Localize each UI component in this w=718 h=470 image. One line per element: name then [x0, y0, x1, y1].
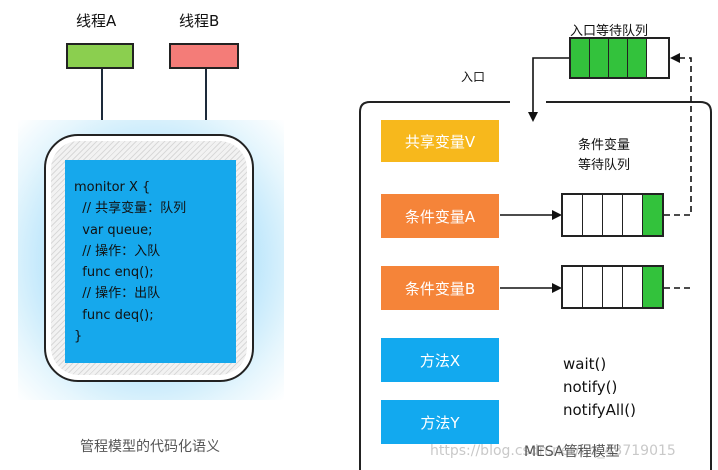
entry-label: 入口	[461, 70, 486, 84]
queue-cell-empty	[623, 195, 643, 235]
left-caption: 管程模型的代码化语义	[80, 439, 220, 455]
queue-cell-empty	[603, 195, 623, 235]
queue-cell-empty	[563, 267, 583, 307]
code-line: // 操作：出队	[74, 286, 161, 302]
entry-queue-label: 入口等待队列	[570, 24, 649, 39]
queue-cell-empty	[583, 267, 603, 307]
code-line: // 操作：入队	[74, 243, 161, 259]
code-panel: monitor X { // 共享变量：队列 var queue; // 操作：…	[65, 160, 236, 363]
code-line: // 共享变量：队列	[74, 201, 187, 217]
api-list: wait() notify() notifyAll()	[563, 353, 636, 422]
thread-b-box	[169, 43, 239, 69]
method-y-box: 方法Y	[381, 400, 499, 444]
queue-cell-empty	[583, 195, 603, 235]
queue-cell-filled	[643, 195, 662, 235]
api-item: notifyAll()	[563, 401, 636, 419]
cond-var-b-box: 条件变量B	[381, 266, 499, 310]
queue-cell-filled	[590, 39, 609, 77]
queue-cell-empty	[603, 267, 623, 307]
queue-cell-filled	[643, 267, 662, 307]
thread-b-label: 线程B	[179, 12, 220, 30]
right-caption: MESA管程模型	[524, 444, 620, 460]
queue-cell-filled	[609, 39, 628, 77]
cond-var-a-box: 条件变量A	[381, 194, 499, 238]
code-line: var queue;	[74, 222, 153, 238]
cond-b-queue	[561, 265, 664, 309]
queue-cell-empty	[563, 195, 583, 235]
code-block: monitor X { // 共享变量：队列 var queue; // 操作：…	[74, 177, 186, 347]
cond-a-return	[664, 53, 692, 216]
queue-cell-empty	[623, 267, 643, 307]
thread-a-label: 线程A	[76, 12, 117, 30]
code-line: func deq();	[74, 307, 154, 323]
code-line: monitor X {	[74, 180, 151, 195]
api-item: wait()	[563, 355, 607, 373]
entry-queue	[569, 37, 670, 79]
cond-a-queue	[561, 193, 664, 237]
thread-a-box	[66, 43, 134, 69]
queue-cell-filled	[628, 39, 647, 77]
watermark: https://blog.csdn.net/qq_43719015	[430, 443, 676, 459]
monitor-frame-right	[546, 101, 712, 470]
cond-queue-label-line: 等待队列	[578, 158, 631, 173]
cond-queue-label: 条件变量 等待队列	[578, 136, 630, 176]
code-line: func enq();	[74, 265, 154, 281]
method-x-box: 方法X	[381, 338, 499, 382]
cond-queue-label-line: 条件变量	[578, 138, 631, 153]
code-line: }	[74, 329, 83, 345]
shared-variable-box: 共享变量V	[381, 120, 499, 162]
monitor-frame-left	[359, 101, 510, 470]
queue-cell-empty	[647, 39, 668, 77]
api-item: notify()	[563, 378, 618, 396]
entry-arrow	[528, 57, 569, 122]
queue-cell-filled	[571, 39, 590, 77]
